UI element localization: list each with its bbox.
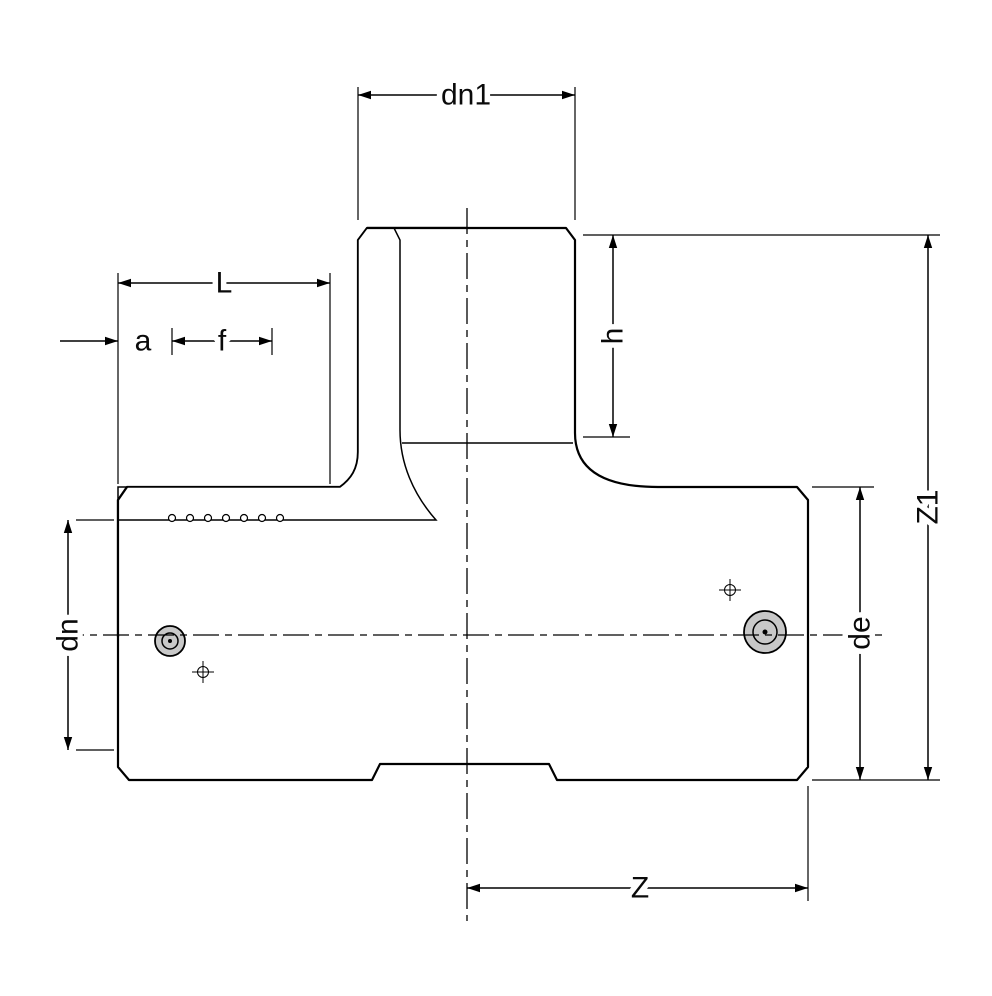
dimensions: dn1 L a f h <box>46 73 950 910</box>
heating-wire-dots <box>167 513 285 523</box>
left-center-mark <box>192 661 214 683</box>
label-f: f <box>218 325 227 358</box>
section-white-area <box>118 228 467 635</box>
dimension-dn: dn <box>46 519 114 751</box>
wire-dot <box>239 513 249 523</box>
right-terminal <box>743 610 787 654</box>
dimension-f: f <box>171 319 273 363</box>
terminal-pin-dot <box>762 629 768 635</box>
wire-dot <box>257 513 267 523</box>
dimension-L: L <box>117 261 331 484</box>
label-de: de <box>844 616 877 649</box>
wire-dot <box>167 513 177 523</box>
label-dn: dn <box>52 618 85 651</box>
left-end-face-edge <box>116 486 128 637</box>
terminal-inner-circle <box>752 619 778 645</box>
dimension-Z: Z <box>467 786 809 910</box>
label-L: L <box>216 267 233 300</box>
left-terminal <box>154 625 186 657</box>
dimension-a: a <box>60 319 157 363</box>
dimension-Z1: Z1 <box>812 235 950 781</box>
wire-dot <box>275 513 285 523</box>
label-h: h <box>597 328 630 345</box>
wire-dot <box>203 513 213 523</box>
label-Z: Z <box>631 872 649 905</box>
fitting-body <box>116 226 810 782</box>
dimension-dn1: dn1 <box>357 73 576 220</box>
dimension-de: de <box>812 486 882 780</box>
wire-dot <box>185 513 195 523</box>
right-center-mark <box>719 579 741 601</box>
label-dn1: dn1 <box>441 79 491 112</box>
centerlines <box>58 208 882 921</box>
wire-dot <box>221 513 231 523</box>
dimension-h: h <box>583 234 940 438</box>
terminal-inner-circle <box>161 632 179 650</box>
label-Z1: Z1 <box>912 489 945 524</box>
section-hatch <box>117 227 438 521</box>
label-a: a <box>135 325 152 358</box>
terminal-pin-dot <box>168 639 172 643</box>
